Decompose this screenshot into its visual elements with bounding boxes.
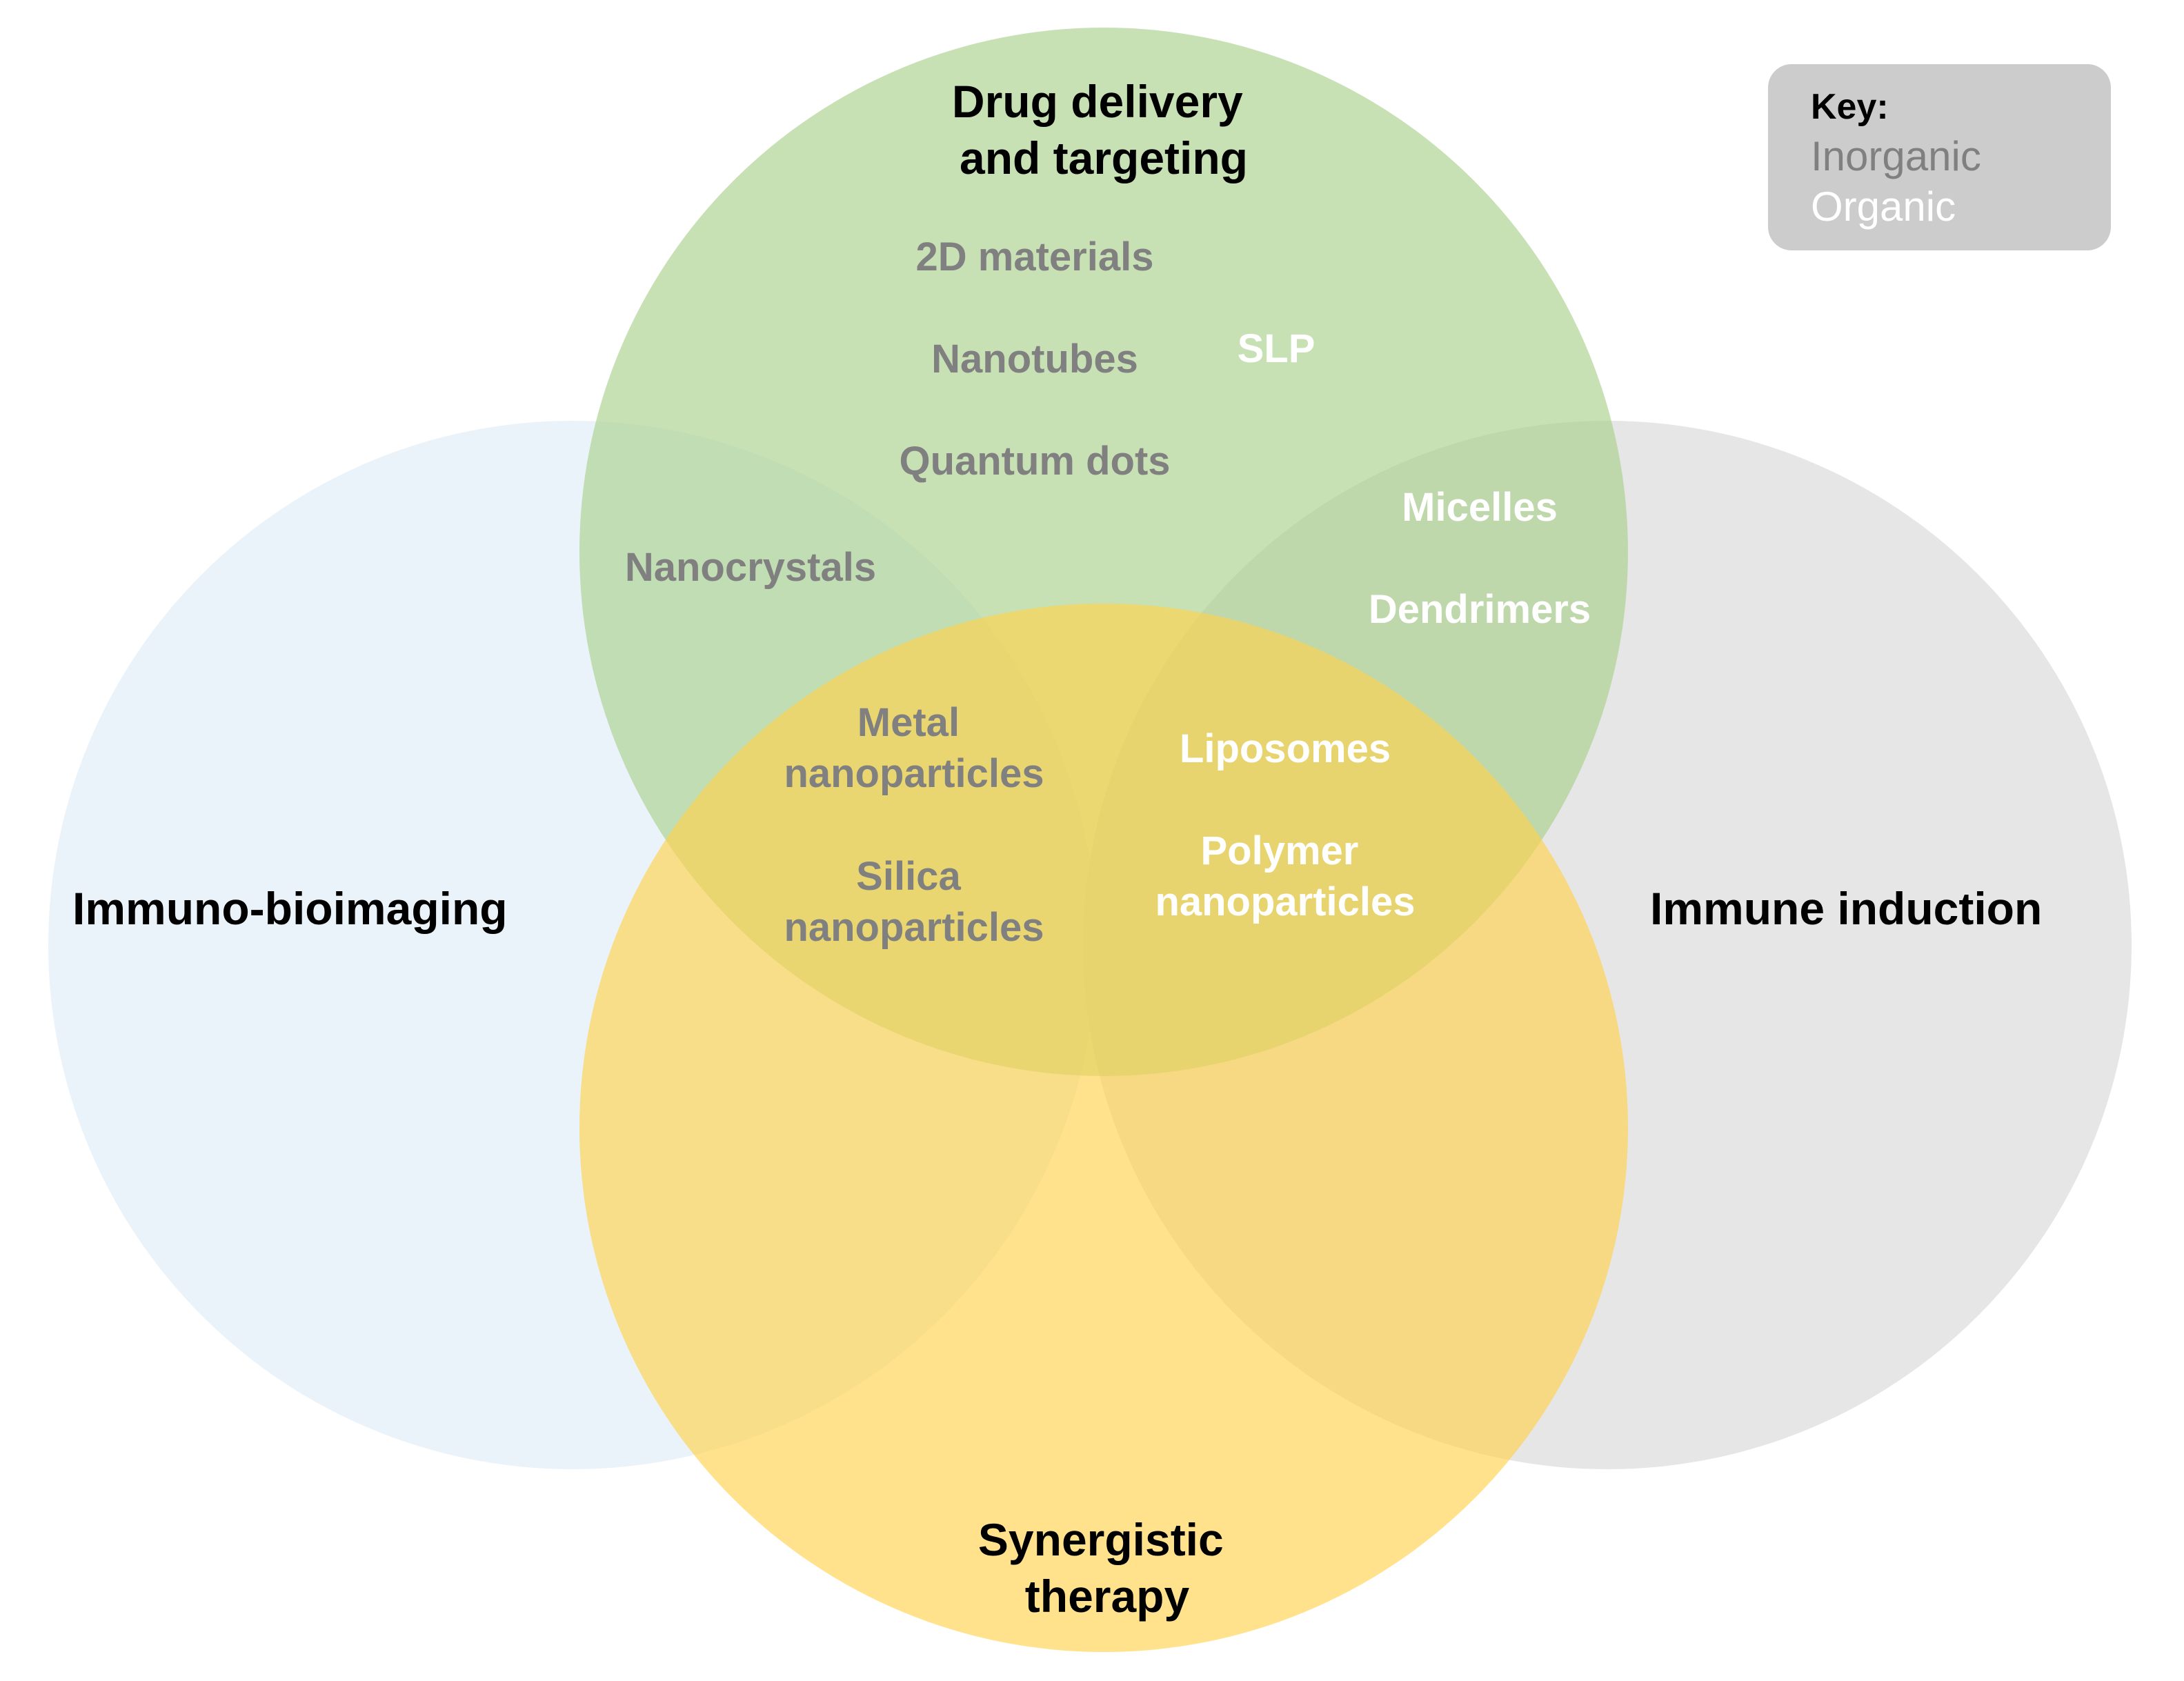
key-legend: Key: Inorganic Organic xyxy=(1768,64,2111,250)
item-micelles: Micelles xyxy=(1402,485,1558,530)
synergistic-therapy-circle xyxy=(579,604,1628,1652)
key-organic: Organic xyxy=(1811,183,1956,230)
item-polymer-nanoparticles: Polymer nanoparticles xyxy=(1155,828,1415,924)
item-quantum-dots: Quantum dots xyxy=(899,439,1170,484)
synergistic-therapy-label: Synergistic therapy xyxy=(978,1514,1236,1622)
immuno-bioimaging-label: Immuno-bioimaging xyxy=(72,883,508,934)
item-slp: SLP xyxy=(1238,326,1316,371)
item-metal-nanoparticles: Metal nanoparticles xyxy=(784,700,1044,796)
item-nanocrystals: Nanocrystals xyxy=(625,545,876,590)
key-box xyxy=(1768,64,2111,250)
key-inorganic: Inorganic xyxy=(1811,133,1981,179)
item-nanotubes: Nanotubes xyxy=(931,337,1138,381)
drug-delivery-label: Drug delivery and targeting xyxy=(952,76,1255,183)
item-silica-nanoparticles: Silica nanoparticles xyxy=(784,854,1044,950)
immune-induction-label: Immune induction xyxy=(1650,883,2042,934)
item-dendrimers: Dendrimers xyxy=(1369,587,1591,632)
item-liposomes: Liposomes xyxy=(1180,726,1391,771)
item-2d-materials: 2D materials xyxy=(916,235,1154,279)
key-title: Key: xyxy=(1811,87,1889,127)
